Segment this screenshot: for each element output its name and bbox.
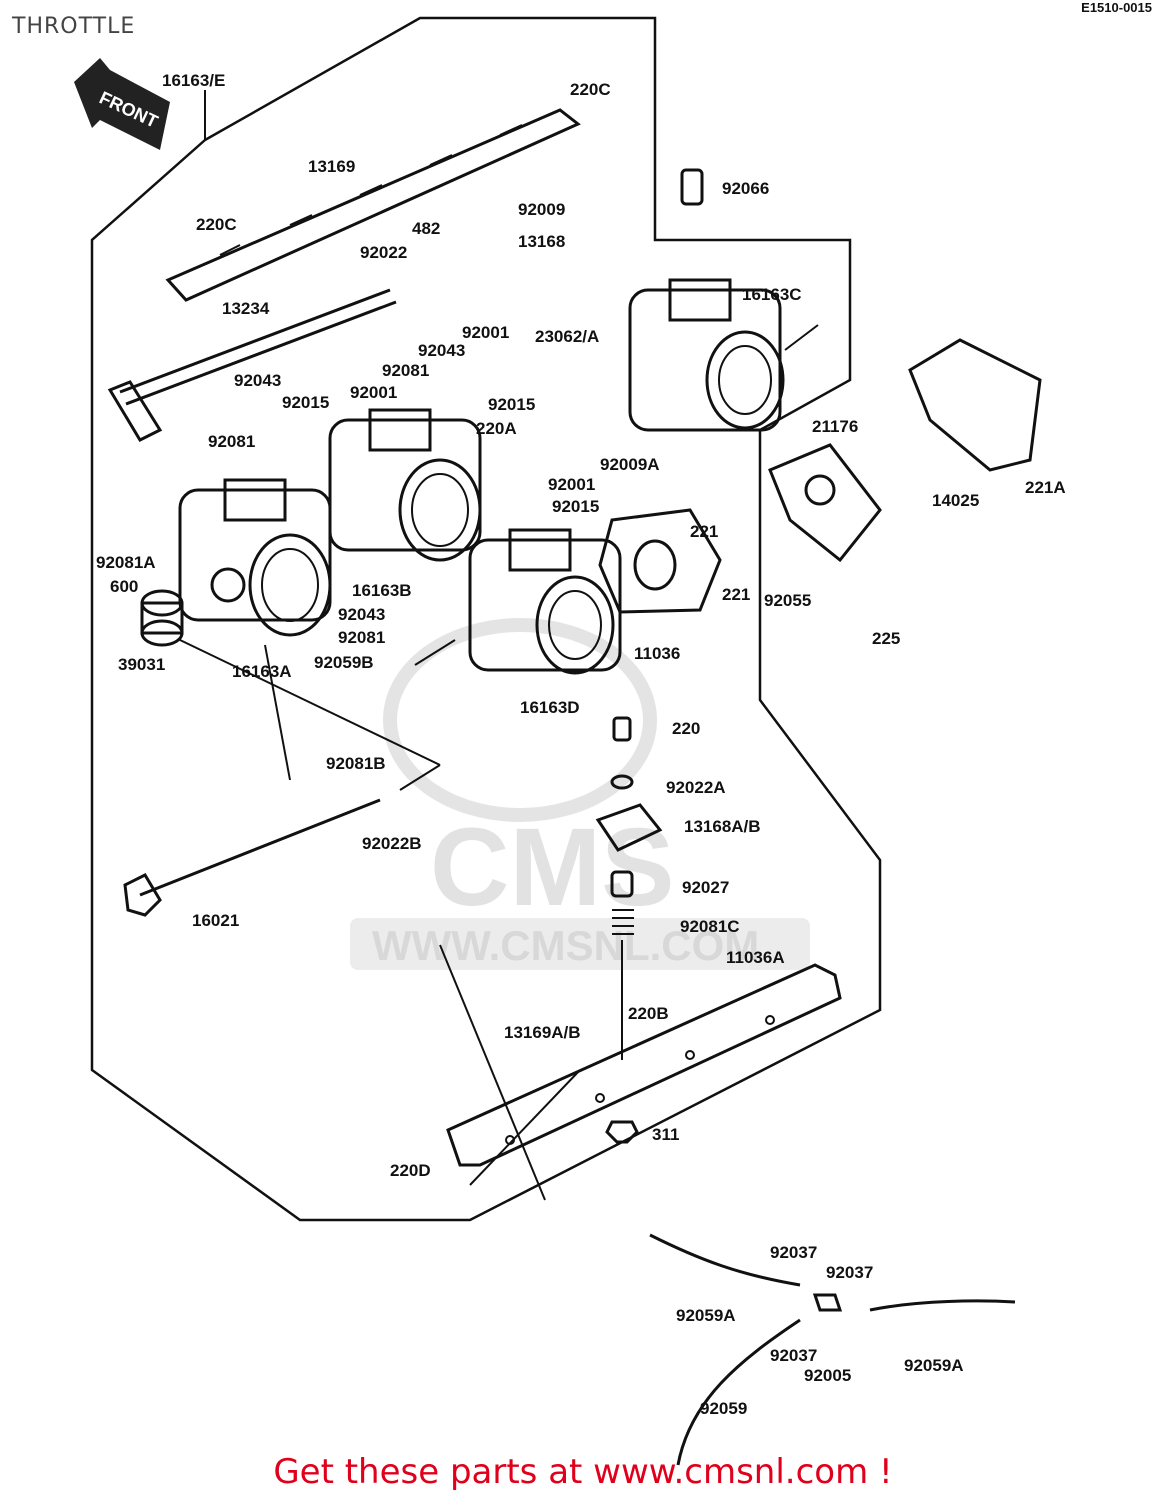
part-label: 92009 (518, 200, 565, 219)
part-label: 92022B (362, 834, 422, 853)
part-label: 311 (652, 1125, 679, 1144)
part-label: 92081 (382, 361, 429, 380)
part-label: 39031 (118, 655, 165, 674)
throttle-body-16163C (628, 168, 785, 432)
part-label: 14025 (932, 491, 979, 510)
part-label: 23062/A (535, 327, 599, 346)
part-label: 92059 (700, 1399, 747, 1418)
part-label: 221 (690, 522, 718, 541)
linkage-bar-13169 (165, 108, 581, 302)
part-label: 92059B (314, 653, 374, 672)
part-label: 13169A/B (504, 1023, 581, 1042)
part-label: 221A (1025, 478, 1066, 497)
part-label: 92059A (676, 1306, 736, 1325)
part-label: 92001 (350, 383, 397, 402)
part-label: 92037 (826, 1263, 873, 1282)
part-label: 16021 (192, 911, 239, 930)
part-label: 482 (412, 219, 440, 238)
part-label: 92015 (488, 395, 535, 414)
part-label: 16163A (232, 662, 292, 681)
part-label: 92081A (96, 553, 156, 572)
part-label: 13234 (222, 299, 270, 318)
part-label: 92022A (666, 778, 726, 797)
part-label: 221 (722, 585, 750, 604)
part-label: 220C (570, 80, 611, 99)
part-label: 220A (476, 419, 517, 438)
part-label: 220B (628, 1004, 669, 1023)
part-label: 92043 (234, 371, 281, 390)
assembly-outline (90, 16, 882, 1222)
page-title: THROTTLE (12, 14, 136, 39)
part-label: 16163D (520, 698, 580, 717)
part-label: 21176 (812, 417, 858, 436)
cap-39031 (140, 589, 184, 647)
part-label: 92081C (680, 917, 740, 936)
throttle-body-16163D (468, 528, 622, 675)
part-label: 92055 (764, 591, 811, 610)
diagram-code: E1510-0015 (1081, 0, 1152, 15)
watermark-url: WWW.CMSNL.COM (372, 922, 759, 969)
adjuster-16021 (123, 798, 381, 917)
part-label: 92037 (770, 1346, 817, 1365)
watermark-logo: CMS (430, 806, 674, 929)
part-label: 92022 (360, 243, 407, 262)
part-label: 92066 (722, 179, 769, 198)
sensor-21176 (768, 443, 882, 563)
linkage-bar-13169AB (446, 963, 842, 1167)
part-label: 92005 (804, 1366, 851, 1385)
part-label: 92081 (338, 628, 385, 647)
part-label: 92043 (338, 605, 385, 624)
part-label: 92027 (682, 878, 729, 897)
hoses (649, 1233, 1016, 1466)
part-label: 600 (110, 577, 138, 596)
footer-link[interactable]: Get these parts at www.cmsnl.com ! (273, 1452, 893, 1492)
part-label: 92015 (552, 497, 599, 516)
part-label: 220 (672, 719, 700, 738)
part-label: 92037 (770, 1243, 817, 1262)
part-label: 92059A (904, 1356, 964, 1375)
part-label: 16163/E (162, 71, 225, 90)
part-label: 220D (390, 1161, 431, 1180)
part-label: 11036 (634, 644, 680, 663)
part-labels: 16163/E 220C 13169 220C 92009 92066 482 … (96, 71, 1066, 1418)
part-label: 92015 (282, 393, 329, 412)
leader-lines (179, 90, 819, 1201)
part-label: 92043 (418, 341, 465, 360)
part-label: 13169 (308, 157, 355, 176)
part-label: 225 (872, 629, 900, 648)
throttle-body-16163B (328, 408, 482, 562)
shaft-13234 (107, 288, 397, 442)
part-label: 92001 (548, 475, 595, 494)
cover-14025 (908, 338, 1042, 472)
part-label: 16163B (352, 581, 412, 600)
sensor-11036 (598, 508, 722, 614)
part-label: 92001 (462, 323, 509, 342)
part-label: 220C (196, 215, 237, 234)
throttle-body-16163A (178, 478, 332, 637)
watermark: CMS WWW.CMSNL.COM (350, 618, 810, 970)
part-label: 13168 (518, 232, 565, 251)
lower-stack (595, 716, 663, 1144)
part-label: 11036A (726, 948, 785, 967)
part-label: 92081B (326, 754, 386, 773)
part-label: 13168A/B (684, 817, 761, 836)
part-label: 92081 (208, 432, 255, 451)
front-arrow: FRONT (74, 58, 170, 150)
part-label: 92009A (600, 455, 660, 474)
part-label: 16163C (742, 285, 802, 304)
